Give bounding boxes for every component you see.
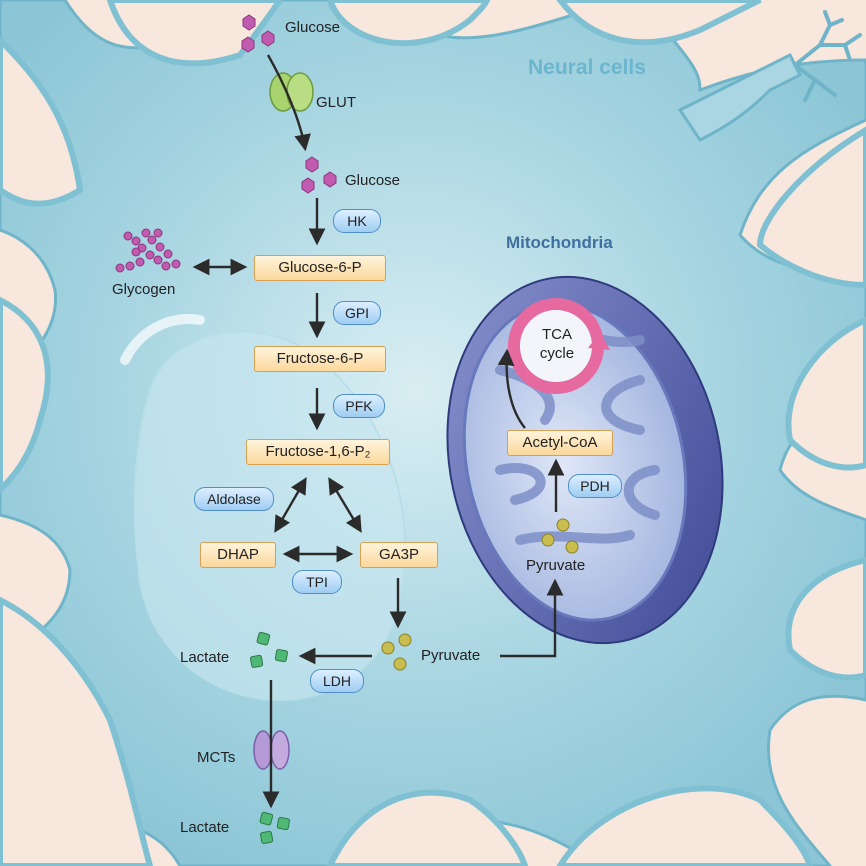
enzyme-aldolase: Aldolase (194, 487, 274, 511)
pyruvate-cytosol-label: Pyruvate (421, 647, 481, 664)
tca-label-line2: cycle (539, 345, 575, 362)
glucose-molecules-outside (241, 14, 275, 53)
extracellular-lobe (326, 789, 529, 866)
arrow-f16p2-to-ga3p (328, 477, 362, 533)
metabolite-glucose-6-p: Glucose-6-P (254, 255, 386, 281)
extracellular-lobe (785, 556, 866, 681)
glycogen-label: Glycogen (112, 281, 176, 298)
pathway-arrows (192, 54, 565, 809)
extracellular-lobe (106, 0, 284, 67)
arrow-f16p2-to-dhap (274, 477, 307, 533)
tca-cycle-label: TCA cycle (527, 325, 587, 363)
axon-process (677, 52, 803, 142)
extracellular-lobe (785, 316, 866, 471)
lactate-outside-label: Lactate (180, 819, 230, 836)
glucose-inside-label: Glucose (345, 172, 401, 189)
metabolite-fructose-1-6-p2: Fructose-1,6-P₂ (246, 439, 390, 465)
enzyme-tpi: TPI (292, 570, 342, 594)
extracellular-lobe (0, 35, 84, 207)
tca-label-line1: TCA (542, 326, 572, 343)
lactate-molecules-outside (259, 811, 290, 844)
glut-transporter (269, 72, 314, 112)
extracellular-lobe (0, 596, 154, 866)
extracellular-lobe (756, 126, 866, 289)
glut-label: GLUT (316, 94, 357, 111)
lactate-molecules-inside (250, 631, 288, 668)
glucose-outside-label: Glucose (285, 19, 341, 36)
metabolite-ga3p: GA3P (360, 542, 438, 568)
enzyme-gpi: GPI (333, 301, 381, 325)
extracellular-lobe (326, 0, 491, 47)
metabolite-fructose-6-p: Fructose-6-P (254, 346, 386, 372)
nucleus (133, 330, 407, 702)
metabolite-dhap: DHAP (200, 542, 276, 568)
mitochondria-title: Mitochondria (506, 233, 613, 252)
arrow-acetylcoa-to-tca (497, 348, 526, 429)
mcts-label: MCTs (197, 749, 236, 766)
glucose-molecules-inside (301, 156, 337, 194)
extracellular-lobe (556, 0, 762, 46)
enzyme-hk: HK (333, 209, 381, 233)
pyruvate-mito-label: Pyruvate (526, 557, 586, 574)
pyruvate-molecules-mito (541, 518, 579, 554)
mct-transporter (253, 730, 290, 770)
metabolite-acetyl-coa: Acetyl-CoA (507, 430, 613, 456)
tca-cycle-ring (508, 298, 610, 394)
extracellular-lobe (556, 785, 814, 866)
enzyme-pfk: PFK (333, 394, 385, 418)
dendrite-branch (793, 10, 862, 102)
neural-cells-title: Neural cells (528, 56, 646, 79)
lactate-inside-label: Lactate (180, 649, 230, 666)
glycogen-cluster (115, 228, 181, 273)
enzyme-ldh: LDH (310, 669, 364, 693)
pyruvate-molecules-cytosol (381, 633, 412, 671)
enzyme-pdh: PDH (568, 474, 622, 498)
extracellular-lobe (0, 296, 51, 495)
arrow-glut-import (266, 54, 311, 152)
arrow-pyruvate-to-mito (500, 578, 564, 658)
